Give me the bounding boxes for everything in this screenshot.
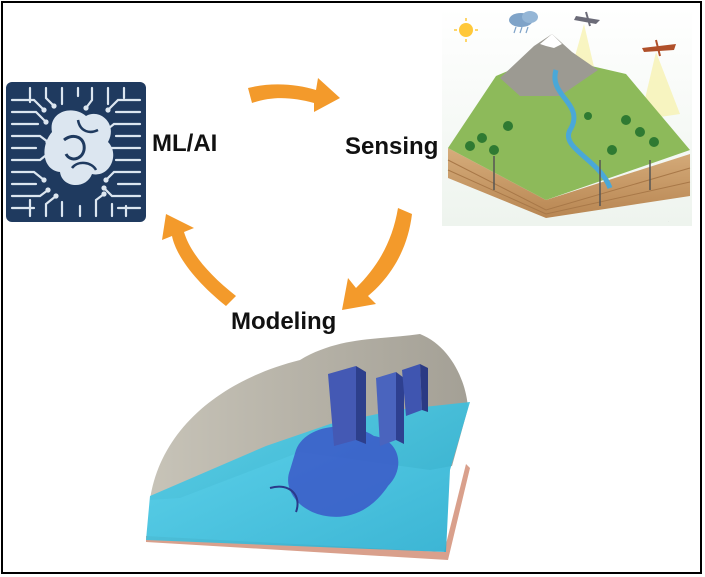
sun-icon <box>459 23 473 37</box>
node-label-sensing: Sensing <box>345 133 439 160</box>
plume-shape <box>288 426 399 517</box>
aircraft-icon <box>574 11 600 27</box>
node-label-ml-ai: ML/AI <box>152 130 218 157</box>
cycle-arrows <box>162 78 412 310</box>
arrow-mlai-to-sensing <box>248 78 340 112</box>
node-label-modeling: Modeling <box>231 308 337 335</box>
arrow-modeling-to-mlai <box>162 214 236 306</box>
cloud-icon <box>509 11 538 34</box>
arrow-sensing-to-modeling <box>342 208 412 310</box>
groundwater-model-illustration <box>138 326 490 570</box>
watershed-sensing-illustration: . <box>442 8 692 226</box>
svg-text:.: . <box>668 219 669 223</box>
circuit-brain-icon <box>6 82 146 222</box>
aircraft-icon <box>642 39 676 57</box>
source-columns <box>328 364 428 446</box>
